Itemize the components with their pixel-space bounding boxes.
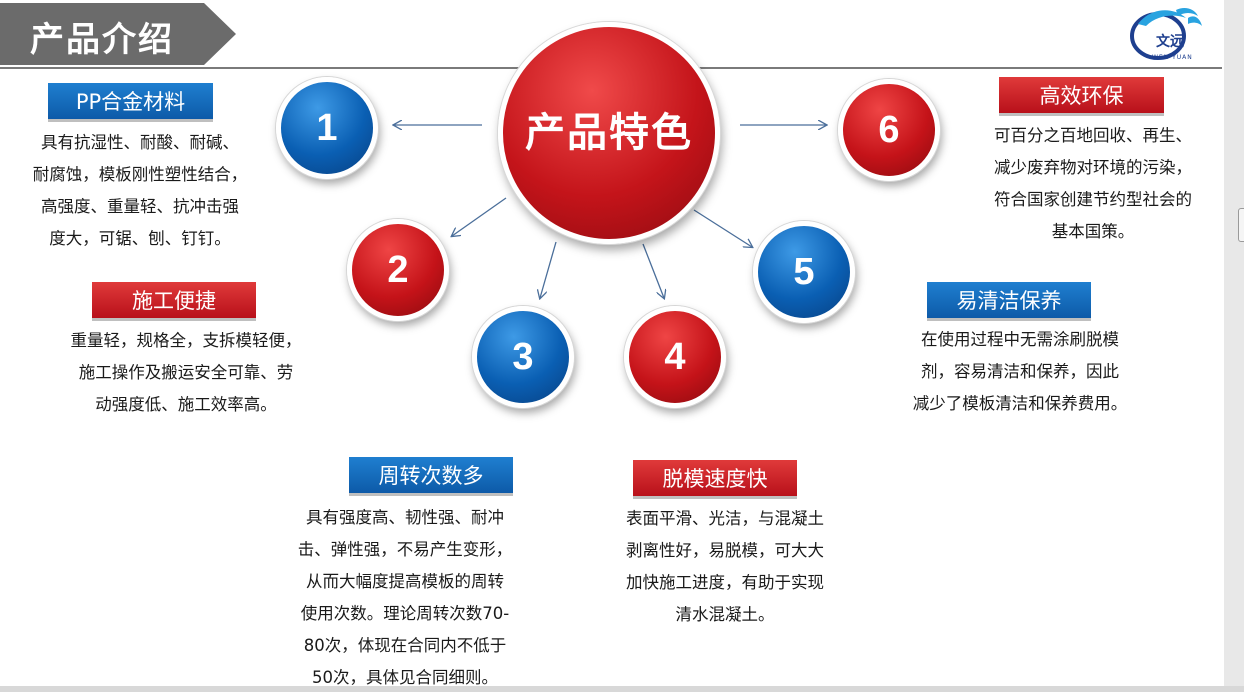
arrow-to-2 bbox=[452, 197, 507, 236]
scrollbar-handle[interactable] bbox=[1238, 208, 1244, 242]
feature-3-title: 周转次数多 bbox=[349, 457, 513, 493]
feature-4-number: 4 bbox=[664, 335, 686, 378]
feature-1-circle: 1 bbox=[276, 77, 378, 179]
slide-title: 产品介绍 bbox=[30, 20, 174, 60]
feature-4-title: 脱模速度快 bbox=[633, 460, 797, 496]
feature-5-number: 5 bbox=[793, 250, 815, 293]
feature-5-description: 在使用过程中无需涂刷脱模 剂，容易清洁和保养，因此 减少了模板清洁和保养费用。 bbox=[912, 330, 1128, 413]
feature-3-description: 具有强度高、韧性强、耐冲 击、弹性强，不易产生变形， 从而大幅度提高模板的周转 … bbox=[297, 508, 513, 687]
feature-2-title: 施工便捷 bbox=[92, 282, 256, 318]
company-logo bbox=[1130, 8, 1202, 60]
title-banner bbox=[0, 3, 236, 65]
feature-5-title: 易清洁保养 bbox=[927, 282, 1091, 318]
feature-3-number: 3 bbox=[512, 335, 534, 378]
feature-2-number: 2 bbox=[387, 248, 409, 291]
window-right-edge bbox=[1224, 0, 1244, 692]
feature-4-description: 表面平滑、光洁，与混凝土 剥离性好，易脱模，可大大 加快施工进度，有助于实现 清… bbox=[626, 509, 824, 624]
arrow-to-3 bbox=[540, 241, 557, 298]
feature-3-circle: 3 bbox=[472, 306, 574, 408]
logo-text: 文远 bbox=[1156, 34, 1184, 50]
feature-4-circle: 4 bbox=[624, 306, 726, 408]
center-label: 产品特色 bbox=[525, 110, 693, 156]
logo-subtitle: WEN YUAN bbox=[1152, 54, 1193, 61]
feature-1-description: 具有抗湿性、耐酸、耐碱、 耐腐蚀，模板刚性塑性结合， 高强度、重量轻、抗冲击强 … bbox=[32, 133, 248, 248]
arrow-to-5 bbox=[693, 209, 752, 247]
feature-5-circle: 5 bbox=[753, 221, 855, 323]
feature-6-description: 可百分之百地回收、再生、 减少废弃物对环境的污染， 符合国家创建节约型社会的 基… bbox=[994, 126, 1192, 241]
window-bottom-edge bbox=[0, 686, 1244, 692]
feature-6-title: 高效环保 bbox=[999, 77, 1164, 113]
arrow-to-4 bbox=[642, 243, 664, 298]
feature-6-circle: 6 bbox=[838, 79, 940, 181]
feature-6-number: 6 bbox=[878, 108, 900, 151]
feature-2-circle: 2 bbox=[347, 219, 449, 321]
center-feature-circle: 产品特色 bbox=[498, 22, 720, 244]
feature-1-number: 1 bbox=[316, 106, 338, 149]
feature-2-description: 重量轻，规格全，支拆模轻便， 施工操作及搬运安全可靠、劳 动强度低、施工效率高。 bbox=[70, 331, 302, 414]
feature-1-title: PP合金材料 bbox=[48, 83, 213, 119]
